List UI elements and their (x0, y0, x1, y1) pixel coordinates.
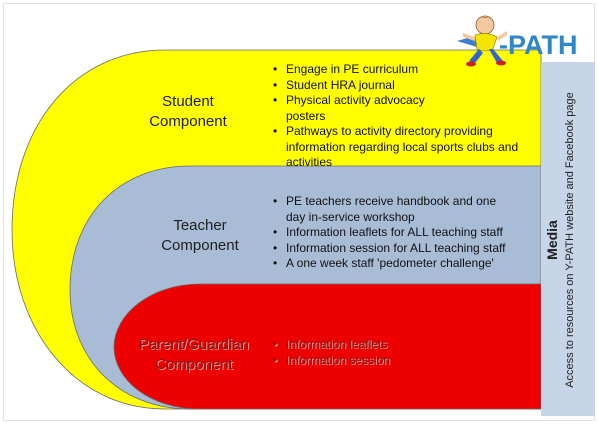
list-item: Pathways to activity directory providing… (273, 124, 526, 171)
teacher-items-list: PE teachers receive handbook and one day… (273, 194, 513, 272)
media-subtitle: Access to resources on Y-PATH website an… (564, 92, 576, 388)
teacher-title-line2: Component (161, 237, 239, 254)
list-item: Student HRA journal (273, 78, 453, 94)
list-item: A one week staff 'pedometer challenge' (273, 256, 513, 272)
media-label: Media Access to resources on Y-PATH webs… (543, 70, 593, 410)
teacher-component-title: Teacher Component (140, 216, 260, 256)
list-item: Information leaflets (273, 337, 493, 353)
parent-component-title: Parent/Guardian Component (124, 335, 264, 375)
teacher-title-line1: Teacher (173, 217, 227, 234)
logo-text: -PATH (499, 30, 578, 60)
list-item: Engage in PE curriculum (273, 62, 453, 78)
list-item: Information leaflets for ALL teaching st… (273, 225, 513, 241)
student-title-line2: Component (149, 113, 227, 130)
list-item: Information session for ALL teaching sta… (273, 241, 513, 257)
list-item: PE teachers receive handbook and one day… (273, 194, 513, 225)
student-component-title: Student Component (128, 92, 248, 132)
running-child-mascot-icon (457, 15, 507, 67)
parent-items-list: Information leaflets Information session (273, 337, 493, 368)
media-title: Media (544, 220, 560, 260)
media-panel (541, 62, 595, 416)
student-items-list: Engage in PE curriculum Student HRA jour… (273, 62, 518, 171)
parent-title-line1: Parent/Guardian (138, 336, 250, 353)
list-item: Information session (273, 353, 493, 369)
list-item: Physical activity advocacy posters (273, 93, 453, 124)
student-title-line1: Student (162, 93, 214, 110)
parent-title-line2: Component (155, 356, 233, 373)
